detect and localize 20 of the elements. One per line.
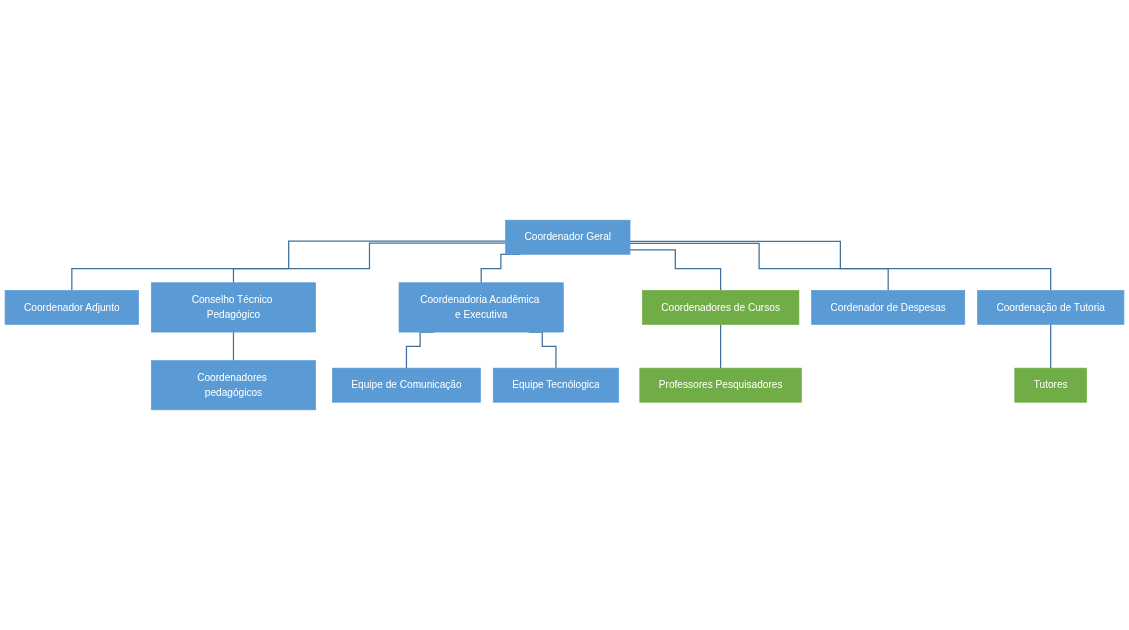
node-box: Coordenador Geral [505, 219, 631, 255]
connector [71, 240, 507, 291]
connector [232, 331, 235, 362]
node-box: Coordenador Adjunto [4, 290, 139, 325]
connector [1050, 323, 1052, 369]
connector [629, 242, 889, 291]
node-box: Cordenador de Despesas [811, 290, 966, 325]
node-box: Equipe Tecnólogica [492, 367, 619, 403]
connector [629, 249, 722, 291]
node-box: Coordenadoria Acadêmica e Executiva [398, 282, 564, 333]
connector [720, 323, 722, 369]
node-box: Coordenadores de Cursos [642, 290, 800, 325]
node-box: Coordenação de Tutoria [977, 290, 1125, 325]
node-box: Tutores [1014, 367, 1087, 403]
connector [629, 240, 1052, 291]
node-box: Coordenadores pedagógicos [150, 360, 316, 411]
node-box: Professores Pesquisadores [639, 367, 802, 403]
node-box: Conselho Técnico Pedagógico [150, 282, 316, 333]
node-box: Equipe de Comunicação [332, 367, 481, 403]
connector [232, 242, 507, 284]
